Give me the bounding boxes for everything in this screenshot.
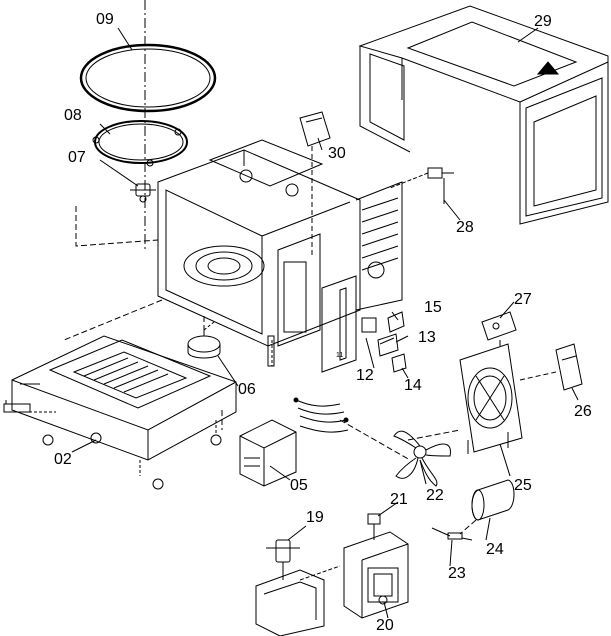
part-label-27: 27 <box>514 291 532 308</box>
part-label-21: 21 <box>390 491 408 508</box>
fan-bracket-25 <box>459 343 523 454</box>
waveguide-cover-30 <box>299 111 331 255</box>
transformer-05 <box>239 419 297 487</box>
switch-bracket-12 <box>321 275 377 373</box>
part-label-26: 26 <box>574 403 592 420</box>
turntable-motor-06 <box>187 321 221 359</box>
part-label-11: 11 <box>336 352 344 359</box>
part-label-20: 20 <box>376 617 394 634</box>
part-label-22: 22 <box>426 487 444 504</box>
magnetron-20 <box>343 531 409 619</box>
part-label-09: 09 <box>96 11 114 28</box>
fuse-holder-27 <box>481 311 517 346</box>
part-label-30: 30 <box>328 145 346 162</box>
base-plate <box>3 335 237 490</box>
part-label-06: 06 <box>238 381 256 398</box>
coupler-07 <box>130 183 156 203</box>
micro-switch-13 <box>377 333 399 357</box>
wire-harness <box>293 397 349 433</box>
part-label-13: 13 <box>418 329 436 346</box>
part-label-28: 28 <box>456 219 474 236</box>
part-label-08: 08 <box>64 107 82 124</box>
leader-lines <box>63 299 477 535</box>
capacitor-24 <box>471 479 515 521</box>
part-label-02: 02 <box>54 451 72 468</box>
part-label-23: 23 <box>448 565 466 582</box>
fan-blade-22 <box>393 430 451 487</box>
micro-switch-15 <box>387 311 405 333</box>
hv-diode-23 <box>431 527 473 541</box>
thermostat-28 <box>389 167 454 204</box>
roller-ring-08 <box>92 120 188 167</box>
hv-diode-bracket-26 <box>519 343 583 391</box>
part-label-12: 12 <box>356 367 374 384</box>
cavity-chassis <box>75 139 403 367</box>
part-label-05: 05 <box>290 477 308 494</box>
part-label-19: 19 <box>306 509 324 526</box>
part-label-25: 25 <box>514 477 532 494</box>
micro-switch-14 <box>391 353 407 373</box>
part-label-29: 29 <box>534 13 552 30</box>
label-leaders <box>71 27 579 619</box>
magnetron-bracket <box>255 565 341 636</box>
turntable-glass-09 <box>79 43 217 113</box>
part-label-07: 07 <box>68 149 86 166</box>
outer-cabinet-29 <box>358 5 609 225</box>
part-label-24: 24 <box>486 541 504 558</box>
part-label-15: 15 <box>424 299 442 316</box>
thermal-cutout-19 <box>266 539 300 580</box>
part-label-14: 14 <box>404 377 422 394</box>
